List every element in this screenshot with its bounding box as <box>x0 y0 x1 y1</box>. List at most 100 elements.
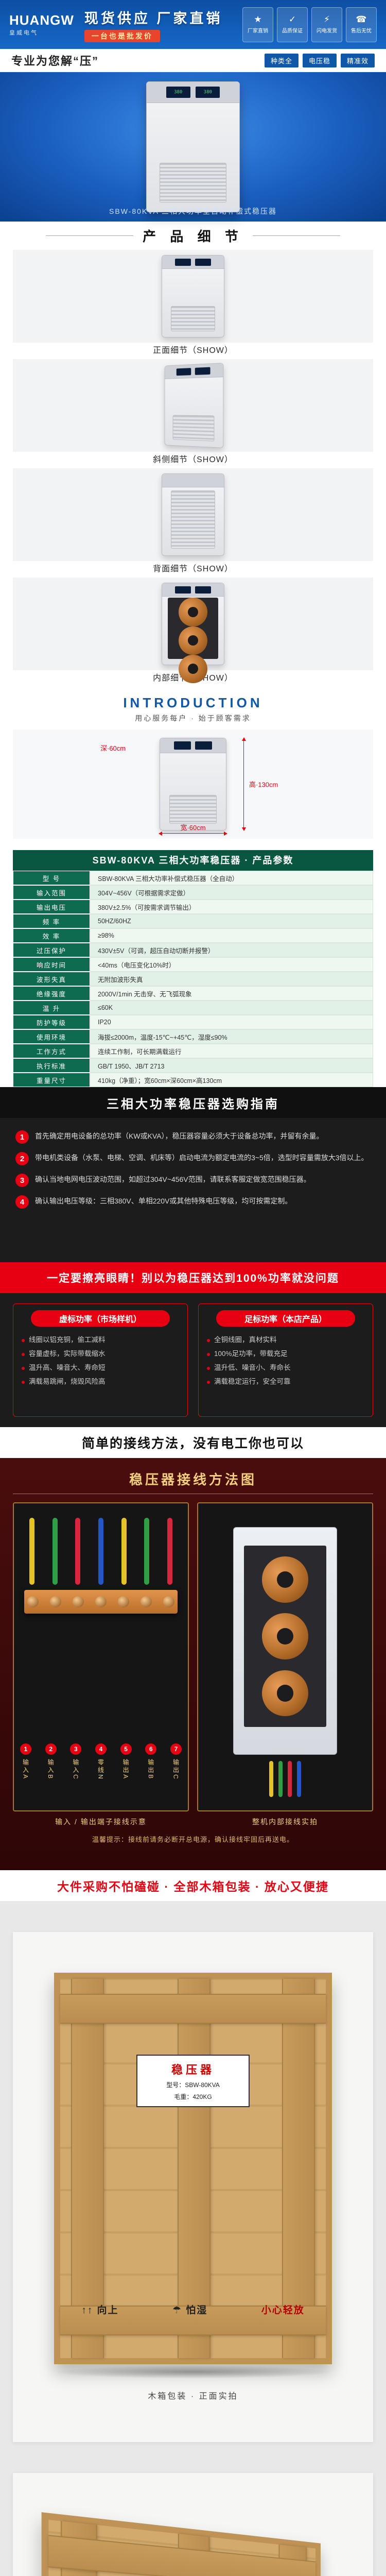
terminal-number-badge: 2 <box>45 1743 57 1755</box>
feature-tag-stable: 电压稳 <box>302 53 337 67</box>
terminal-label: 输入B <box>47 1759 55 1781</box>
guide-item: 3 确认当地电网电压波动范围，如超过304V~456V范围，请联系客服定做宽范围… <box>15 1174 371 1187</box>
crate-batten <box>178 1979 210 2358</box>
cabinet-back-illustration <box>162 473 224 556</box>
guide-number-badge: 4 <box>15 1195 29 1209</box>
spec-label: 执行标准 <box>13 1058 90 1073</box>
photo-caption-side: 斜侧细节（SHOW） <box>153 455 233 464</box>
terminal-number-badge: 5 <box>120 1743 132 1755</box>
height-dimension-label: 高·130cm <box>249 781 278 789</box>
vent-grille-large <box>170 490 216 549</box>
header-nav: ★ 厂家直销 ✓ 品质保证 ⚡ 闪电发货 ☎ 售后无忧 <box>242 7 377 42</box>
spec-label: 使用环境 <box>13 1029 90 1044</box>
spec-label: 工作方式 <box>13 1044 90 1058</box>
copper-coil <box>179 598 207 626</box>
terminal-label: 输入A <box>22 1759 29 1781</box>
spec-value: 2000V/1min 无击穿、无飞弧现象 <box>90 986 373 1001</box>
nav-item-after-sale[interactable]: ☎ 售后无忧 <box>346 7 377 42</box>
wire-red <box>288 1761 292 1797</box>
comparison-line: 100%足功率，带载充足 <box>207 1347 364 1361</box>
brand-logo: HUANGW 皇威电气 <box>9 12 74 37</box>
wiring-photo-cabinet <box>197 1502 373 1811</box>
wiring-section: 稳压器接线方法图 <box>0 1458 386 1870</box>
product-photo-internal <box>13 578 373 683</box>
introduction-section: INTRODUCTION 用心服务每户 · 始于顾客需求 高·130cm 宽·6… <box>0 687 386 850</box>
crate-shadow <box>52 2365 334 2379</box>
comparison-line: 满载稳定运行，安全可靠 <box>207 1375 364 1388</box>
guide-number-badge: 2 <box>15 1152 29 1165</box>
cabinet-dimension-illustration <box>160 738 226 831</box>
wiring-note: 温馨提示：接线前请务必断开总电源，确认接线牢固后再送电。 <box>92 1836 294 1843</box>
voltage-display <box>195 586 211 594</box>
terminal-bolt <box>27 1596 39 1607</box>
introduction-title-en: INTRODUCTION <box>123 695 263 710</box>
spec-label: 重量尺寸 <box>13 1073 90 1087</box>
wire-green <box>144 1518 150 1585</box>
spec-label: 频 率 <box>13 914 90 928</box>
wire-blue <box>98 1518 103 1585</box>
terminal-bolt <box>118 1596 129 1607</box>
hero-banner: 380 380 SBW-80KVA 三相大功率全自动补偿式稳压器 <box>0 72 386 222</box>
nav-item-direct-sale[interactable]: ★ 厂家直销 <box>242 7 273 42</box>
header-subtitle-badge: 一台也是批发价 <box>84 29 160 42</box>
brand-subname: 皇威电气 <box>9 30 38 36</box>
lightning-icon: ⚡ <box>324 14 330 24</box>
dimension-figure: 高·130cm 宽·60cm 深·60cm <box>13 730 373 839</box>
height-dimension-line: 高·130cm <box>241 737 278 831</box>
packing-banner: 大件采购不怕磕碰 · 全部木箱包装 · 放心又便捷 <box>0 1870 386 1901</box>
nav-label: 闪电发货 <box>317 28 337 34</box>
wire-bundle <box>29 1518 172 1585</box>
internal-coils <box>167 598 219 683</box>
spec-row: 温 升≤60K <box>13 1001 373 1015</box>
voltage-display <box>175 258 191 266</box>
wooden-crate-illustration: 稳压器 型号：SBW-80KVA 毛重：420KG ↑↑ 向上 小心轻放 <box>41 2512 321 2576</box>
spec-label: 防护等级 <box>13 1015 90 1029</box>
spec-row: 响应时间<40ms（电压变化10%时） <box>13 957 373 972</box>
guide-text: 确认输出电压等级：三相380V、单相220V或其他特殊电压等级，均可按需定制。 <box>35 1197 292 1205</box>
spec-value: GB/T 1950、JB/T 2713 <box>90 1058 373 1073</box>
cabinet-side-illustration <box>164 363 224 448</box>
guide-item: 4 确认输出电压等级：三相380V、单相220V或其他特殊电压等级，均可按需定制… <box>15 1195 371 1209</box>
terminal-number-badge: 7 <box>170 1743 182 1755</box>
terminal-bolt <box>50 1596 61 1607</box>
crate-batten <box>60 1994 326 2024</box>
comparison-section: 虚标功率（市场样机） 线圈以铝充铜，偷工减料 容量虚标，实际带载缩水 温升高、噪… <box>0 1293 386 1427</box>
terminal-number-badge: 3 <box>70 1743 82 1755</box>
comparison-box-genuine: 足标功率（本店产品） 全铜线圈，真材实料 100%足功率，带载充足 温升低、噪音… <box>198 1303 373 1417</box>
spec-value: ≤60K <box>90 1001 373 1015</box>
tagline-strip: 专业为您解“压” 种类全 电压稳 精准效 <box>0 49 386 72</box>
control-panel <box>160 738 226 754</box>
terminal-number-badge: 1 <box>20 1743 31 1755</box>
spec-row: 工作方式连续工作制，可长期满载运行 <box>13 1044 373 1058</box>
spec-label: 输出电压 <box>13 900 90 914</box>
copper-coil <box>262 1613 308 1659</box>
control-panel <box>165 363 223 380</box>
spec-value: 海拔≤2000m，温度-15℃~+45℃，湿度≤90% <box>90 1029 373 1044</box>
terminal-bolts <box>27 1596 174 1607</box>
terminal-label: 零线N <box>97 1759 104 1781</box>
guide-content: 1 首先确定用电设备的总功率（KW或KVA），稳压器容量必须大于设备总功率，并留… <box>0 1118 386 1262</box>
wire-red <box>75 1518 81 1585</box>
voltage-display-right: 380 <box>196 87 220 98</box>
nav-item-quality[interactable]: ✓ 品质保证 <box>277 7 308 42</box>
comparison-box-fake: 虚标功率（市场样机） 线圈以铝充铜，偷工减料 容量虚标，实际带载缩水 温升高、噪… <box>13 1303 188 1417</box>
vent-grille <box>160 162 226 203</box>
terminal-bolt <box>163 1596 174 1607</box>
comparison-title-fake: 虚标功率（市场样机） <box>31 1310 170 1327</box>
comparison-line: 温升低、噪音小、寿命长 <box>207 1361 364 1375</box>
control-panel <box>162 583 224 597</box>
wiring-caption-right: 整机内部接线实拍 <box>252 1818 318 1826</box>
warning-banner: 一定要擦亮眼睛！别以为稳压器达到100%功率就没问题 <box>0 1262 386 1293</box>
terminal-bolt <box>73 1596 84 1607</box>
spec-label: 效 率 <box>13 928 90 943</box>
spec-value: 430V±5V（可调，超压自动切断并报警） <box>90 943 373 957</box>
nav-item-fast-shipping[interactable]: ⚡ 闪电发货 <box>311 7 342 42</box>
header-title: 现货供应 厂家直销 <box>84 10 223 26</box>
comparison-line: 容量虚标，实际带载缩水 <box>22 1347 179 1361</box>
